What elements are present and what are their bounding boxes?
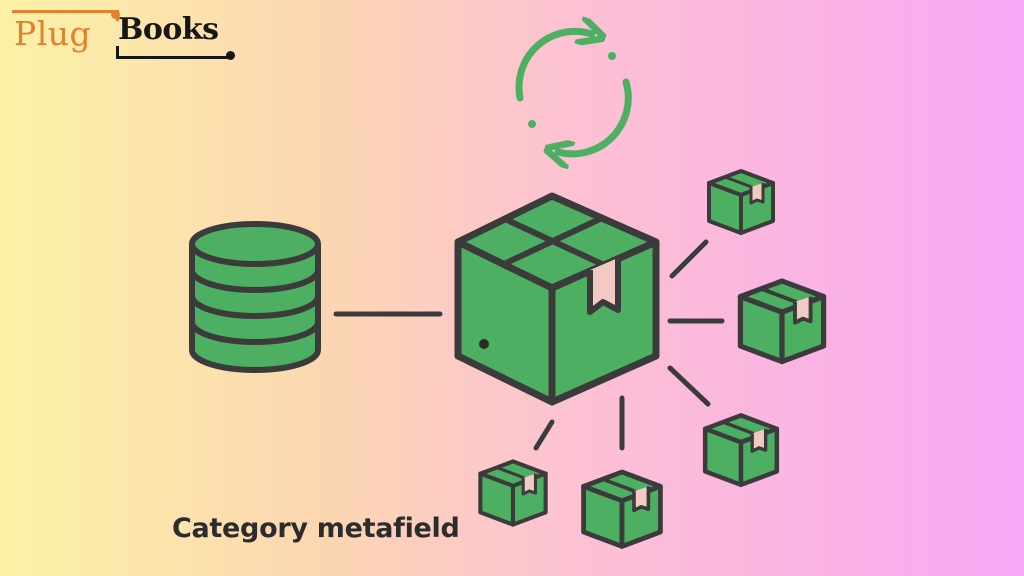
logo-bracket-right <box>116 46 231 59</box>
database-icon <box>189 221 321 373</box>
logo-text-books: Books <box>118 12 219 47</box>
main-box-icon <box>454 192 660 406</box>
plugbooks-logo[interactable]: Plug Books <box>12 10 238 60</box>
sync-arrow-bottom <box>558 78 632 154</box>
connector-to-box-top-right <box>669 239 709 279</box>
small-box-icon <box>707 169 775 235</box>
connector-to-box-bottom-left <box>533 419 555 451</box>
sync-dot-right <box>608 52 616 60</box>
caption-text: Category metafield <box>172 513 460 544</box>
connector-to-box-lower-right <box>667 365 711 407</box>
sync-arrow-top <box>515 31 592 102</box>
small-box-icon <box>480 461 545 524</box>
logo-dot-left <box>111 10 120 19</box>
sync-arrows-icon <box>515 31 632 154</box>
radiating-lines <box>533 239 725 451</box>
sync-dot-left <box>528 120 536 128</box>
logo-dot-right <box>226 51 235 60</box>
logo-text-plug: Plug <box>14 14 92 53</box>
small-box-icon <box>584 472 661 546</box>
small-box-icon <box>740 281 823 362</box>
small-box-icon <box>705 415 777 484</box>
